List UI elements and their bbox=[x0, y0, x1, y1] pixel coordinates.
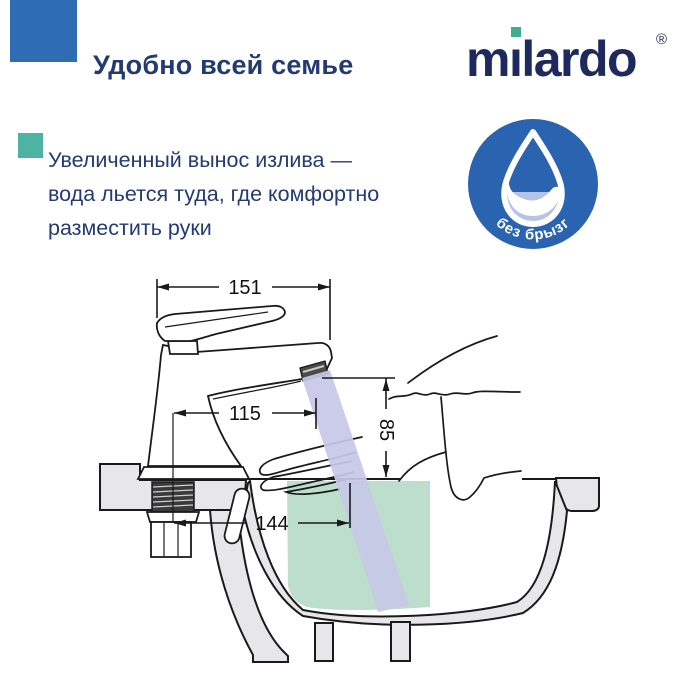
dimension-annotations: 151 115 85 144 bbox=[156, 277, 397, 535]
brand-logo: mılardo ® bbox=[466, 27, 667, 86]
dim-85-label: 85 bbox=[375, 419, 397, 441]
dim-144-label: 144 bbox=[255, 513, 288, 535]
feature-text: Увеличенный вынос излива — вода льется т… bbox=[48, 143, 408, 245]
faucet-base bbox=[136, 466, 251, 480]
drain-leg-right bbox=[390, 621, 411, 662]
dim-144: 144 bbox=[174, 483, 351, 535]
no-splash-badge: без брызг bbox=[468, 119, 598, 249]
drop-swoosh bbox=[506, 181, 561, 216]
registered-mark: ® bbox=[656, 31, 667, 48]
page-title: Удобно всей семье bbox=[93, 50, 354, 80]
aerator-highlight bbox=[302, 365, 325, 373]
dim-115-label: 115 bbox=[229, 403, 261, 425]
faucet-body-spout bbox=[146, 341, 333, 467]
dim-151-label: 151 bbox=[228, 277, 261, 299]
feature-line-1: Увеличенный вынос излива — bbox=[48, 148, 352, 172]
feature-line-2: вода льется туда, где комфортно bbox=[48, 182, 380, 206]
faucet-handle bbox=[155, 304, 286, 342]
drain-leg-left bbox=[314, 622, 334, 662]
hand-illustration bbox=[258, 335, 522, 501]
faucet bbox=[136, 304, 333, 480]
dim-115: 115 bbox=[174, 398, 317, 429]
supply-connector bbox=[150, 521, 192, 558]
handle-inner-line bbox=[164, 311, 269, 328]
sink-outer-shell bbox=[208, 509, 289, 663]
brand-logo-text: mılardo bbox=[466, 31, 636, 86]
sink-bowl bbox=[242, 478, 569, 626]
overflow-slot bbox=[223, 487, 251, 545]
feature-line-3: разместить руки bbox=[48, 216, 212, 240]
faucet-neck bbox=[166, 340, 199, 355]
dim-85: 85 bbox=[322, 377, 397, 477]
feature-bullet-square bbox=[18, 133, 43, 158]
water-stream bbox=[302, 370, 409, 612]
water-drop-icon bbox=[501, 129, 565, 227]
badge-circle bbox=[468, 119, 598, 249]
dim-151: 151 bbox=[156, 277, 331, 340]
spout-inner-line bbox=[212, 380, 302, 400]
logo-i-dot bbox=[511, 27, 521, 37]
header-accent-square bbox=[10, 0, 77, 62]
